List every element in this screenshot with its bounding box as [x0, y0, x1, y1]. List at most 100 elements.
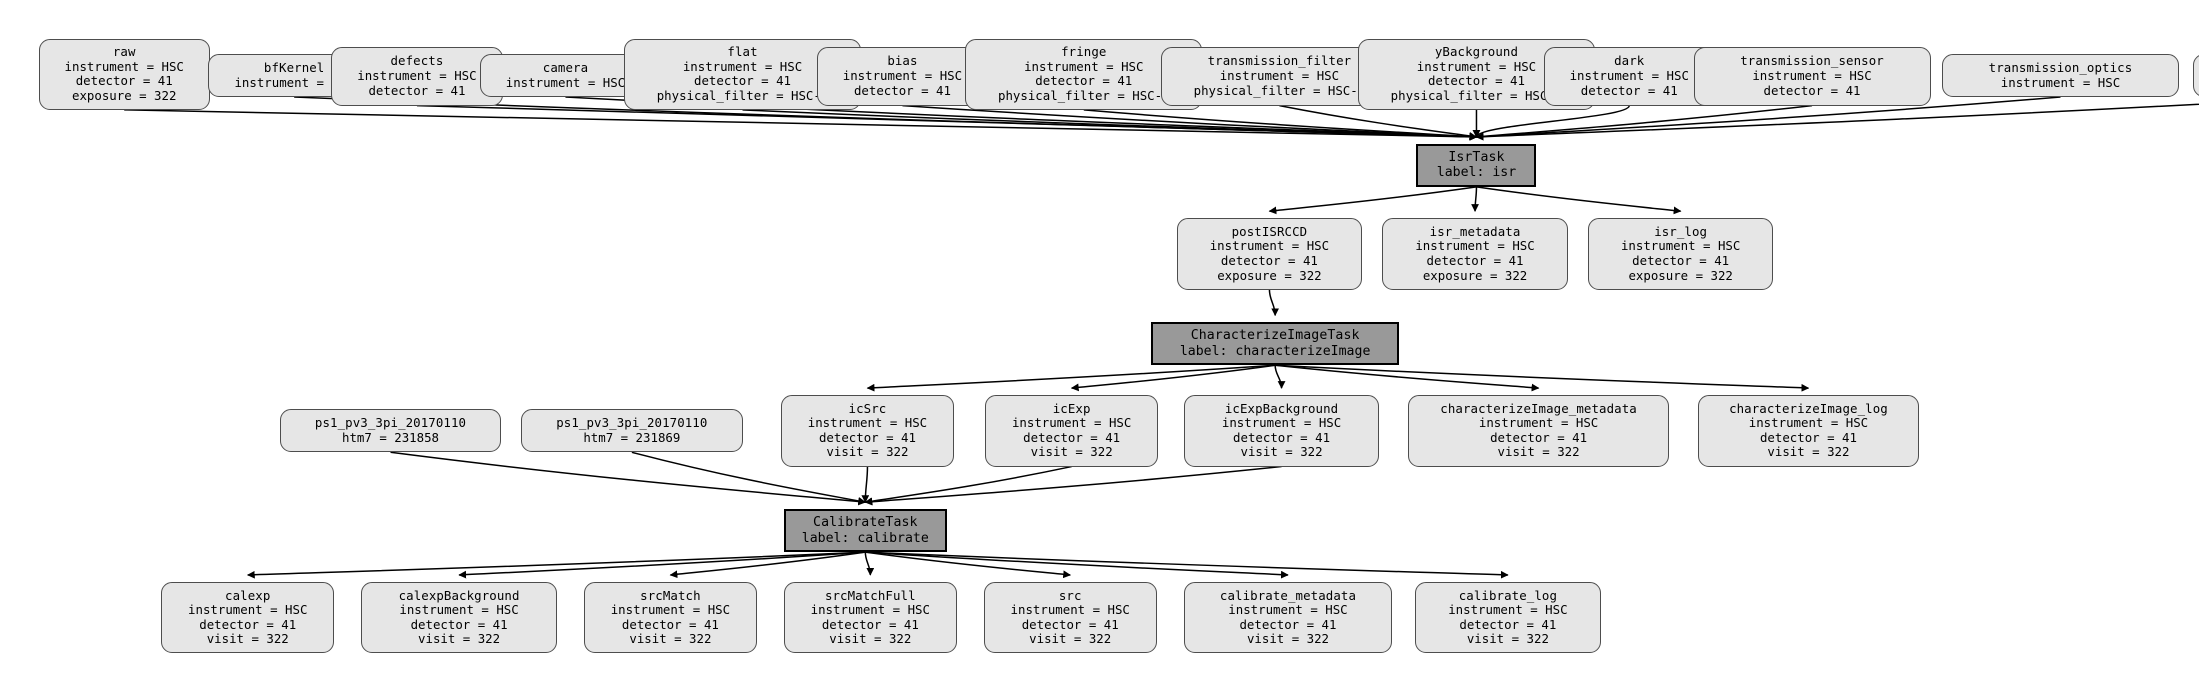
node-title: characterizeImage_log	[1729, 400, 1888, 416]
node-title: transmission_filter	[1207, 53, 1352, 69]
node-title: ps1_pv3_3pi_20170110	[556, 415, 708, 431]
edge-icSrc-to-CalibrateTask	[861, 466, 870, 504]
node-title: icSrc	[848, 400, 887, 416]
edge-CharacterizeImageTask-to-characterizeImage_metadata	[1275, 364, 1540, 392]
node-dimension: instrument = HSC	[1415, 238, 1535, 254]
edge-CalibrateTask-to-srcMatch	[669, 551, 866, 579]
node-dimension: instrument = HSC	[1478, 415, 1599, 431]
node-dimension: visit = 322	[1767, 444, 1850, 460]
node-title: ps1_pv3_3pi_20170110	[314, 415, 467, 431]
node-dimension: visit = 322	[1029, 631, 1112, 647]
node-title: bfKernel	[263, 59, 325, 75]
node-dimension: detector = 41	[1763, 82, 1861, 98]
node-dimension: instrument = HSC	[1011, 415, 1132, 431]
node-dimension: instrument = HSC	[810, 602, 930, 618]
node-title: fringe	[1061, 43, 1107, 59]
edge-icExp-to-CalibrateTask	[864, 465, 1072, 505]
node-title: transmission_sensor	[1740, 53, 1884, 69]
node-title: calibrate_log	[1458, 587, 1558, 603]
node-title: raw	[112, 43, 136, 59]
node-title: bias	[887, 53, 918, 69]
node-dimension: detector = 41	[1490, 429, 1588, 445]
node-dimension: label: calibrate	[801, 530, 929, 546]
node-dimension: exposure = 322	[1422, 267, 1528, 283]
node-title: dark	[1614, 53, 1645, 69]
node-title: src	[1058, 587, 1082, 603]
node-dimension: detector = 41	[1233, 429, 1331, 445]
edge-CalibrateTask-to-calibrate_log	[865, 551, 1509, 579]
node-dimension: instrument = HSC	[357, 68, 477, 83]
node-dimension: detector = 41	[368, 82, 466, 98]
node-dimension: physical_filter = HSC-Y	[1390, 87, 1563, 103]
node-dimension: visit = 322	[1466, 631, 1549, 647]
node-dimension: instrument = HSC	[1416, 58, 1537, 74]
node-dimension: detector = 41	[410, 616, 508, 632]
node-dimension: physical_filter = HSC-Y	[1193, 82, 1366, 98]
node-dimension: htm7 = 231858	[342, 429, 439, 445]
node-dimension: physical_filter = HSC-Y	[656, 87, 829, 103]
node-dimension: instrument = HSC	[1219, 68, 1340, 83]
node-dimension: exposure = 322	[1217, 267, 1322, 283]
node-dimension: detector = 41	[1580, 82, 1678, 98]
edge-IsrTask-to-postISRCCD	[1268, 186, 1477, 215]
node-dimension: label: characterizeImage	[1179, 343, 1371, 359]
node-dimension: detector = 41	[1239, 616, 1337, 632]
node-dimension: detector = 41	[1426, 252, 1524, 268]
node-dimension: detector = 41	[75, 73, 173, 89]
edge-CalibrateTask-to-src	[865, 551, 1072, 579]
dataset-node-transmission_atmosphere[interactable]: transmission_atmosphereinstrument = HSC	[2193, 54, 2199, 97]
node-title: srcMatch	[640, 587, 701, 603]
node-dimension: instrument = HSC	[399, 602, 519, 618]
node-title: characterizeImage_metadata	[1440, 400, 1637, 416]
node-dimension: instrument = HSC	[234, 74, 354, 90]
node-title: calexp	[225, 587, 271, 603]
edge-CharacterizeImageTask-to-icExpBackground	[1274, 365, 1286, 389]
node-title: CharacterizeImageTask	[1190, 328, 1360, 344]
node-dimension: instrument = HSC	[807, 415, 928, 431]
node-dimension: detector = 41	[1759, 429, 1857, 445]
node-title: transmission_optics	[1988, 59, 2133, 75]
node-dimension: visit = 322	[829, 631, 912, 647]
edge-CalibrateTask-to-calibrate_metadata	[865, 551, 1289, 579]
node-title: calibrate_metadata	[1219, 587, 1356, 603]
node-dimension: htm7 = 231869	[583, 429, 681, 445]
node-dimension: detector = 41	[199, 616, 297, 632]
node-dimension: exposure = 322	[72, 87, 177, 103]
node-dimension: detector = 41	[1459, 616, 1557, 632]
node-dimension: instrument = HSC	[2000, 74, 2121, 90]
node-title: icExpBackground	[1224, 400, 1339, 416]
node-dimension: detector = 41	[1021, 616, 1119, 632]
node-dimension: visit = 322	[206, 631, 289, 647]
node-dimension: instrument = HSC	[505, 74, 626, 90]
node-dimension: detector = 41	[694, 73, 791, 89]
node-dimension: detector = 41	[1023, 429, 1121, 445]
node-dimension: visit = 322	[418, 631, 501, 647]
